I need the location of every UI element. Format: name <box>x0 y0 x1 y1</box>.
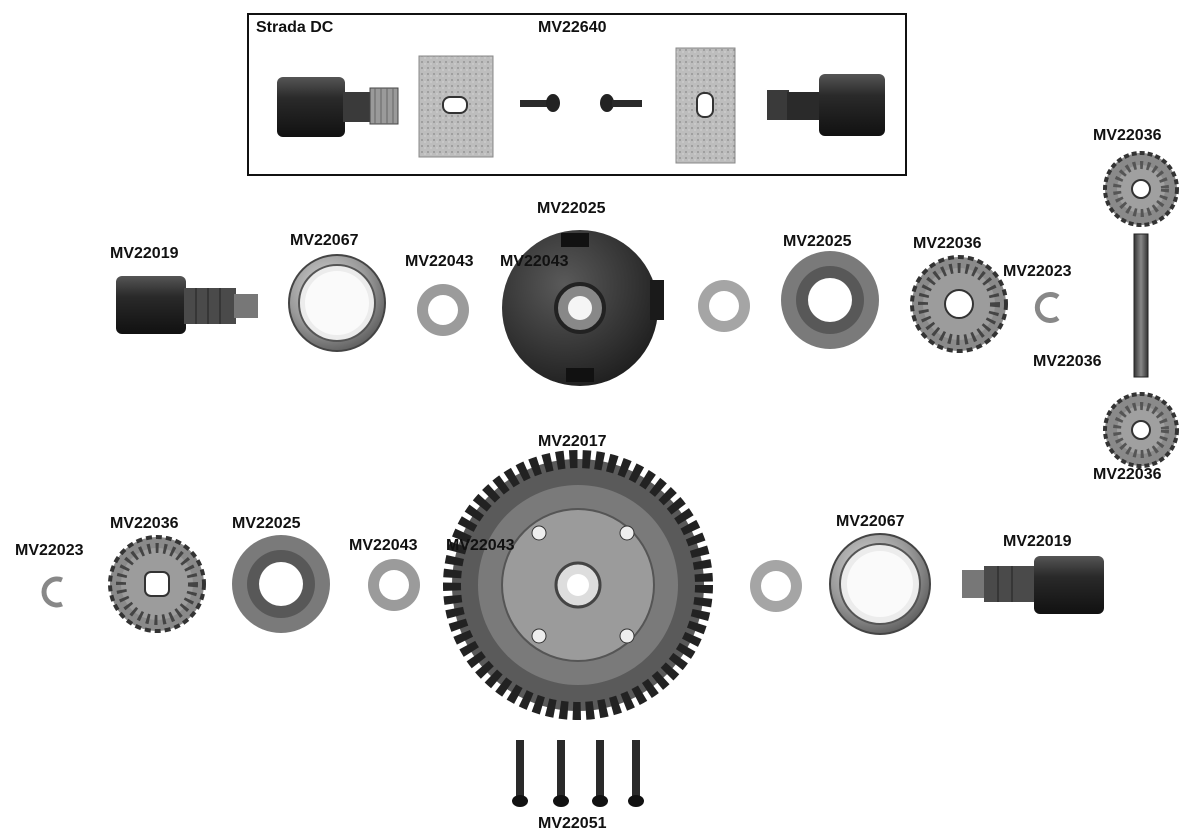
screw-3 <box>592 740 608 807</box>
box-screw-right <box>600 94 642 112</box>
kit-model-name: Strada DC <box>256 19 334 36</box>
label-row2-washer-a: MV22043 <box>349 537 418 554</box>
row1-washer-a <box>417 284 469 336</box>
label-spider-bottom-gear: MV22036 <box>1093 466 1162 483</box>
label-row2-gear: MV22036 <box>110 515 179 532</box>
kit-part-number: MV22640 <box>538 19 607 36</box>
screw-set <box>512 740 644 807</box>
row2-bearing <box>829 533 931 635</box>
label-row1-washer-a: MV22043 <box>405 253 474 270</box>
label-row1-case: MV22025 <box>537 200 606 217</box>
spider-top-gear <box>1103 151 1179 227</box>
label-row2-washer-b: MV22043 <box>446 537 515 554</box>
box-outdrive-right <box>767 74 885 136</box>
row1-clip <box>1034 292 1060 323</box>
label-row1-bearing: MV22067 <box>290 232 359 249</box>
label-row2-bearing: MV22067 <box>836 513 905 530</box>
box-screw-left <box>520 94 560 112</box>
screw-4 <box>628 740 644 807</box>
row1-gear <box>910 255 1008 353</box>
box-pad-left <box>418 55 494 158</box>
row1-diff-case <box>502 230 664 386</box>
label-row2-clip: MV22023 <box>15 542 84 559</box>
row1-bearing <box>288 254 386 352</box>
spider-shaft <box>1133 233 1149 378</box>
row2-washer-a <box>368 559 420 611</box>
label-row1-cap: MV22025 <box>783 233 852 250</box>
label-row2-outdrive-right: MV22019 <box>1003 533 1072 550</box>
label-row1-clip: MV22023 <box>1003 263 1072 280</box>
row2-washer-b <box>750 560 802 612</box>
label-row2-cap: MV22025 <box>232 515 301 532</box>
row2-outdrive-right <box>962 556 1104 614</box>
row1-outdrive-left <box>116 276 258 334</box>
label-row1-gear: MV22036 <box>913 235 982 252</box>
row2-clip <box>41 576 63 608</box>
label-row1-washer-b: MV22043 <box>500 253 569 270</box>
spider-bottom-gear <box>1103 392 1179 468</box>
label-screws: MV22051 <box>538 815 607 832</box>
row2-cap <box>232 535 330 633</box>
label-row2-ring-gear: MV22017 <box>538 433 607 450</box>
row1-washer-b <box>698 280 750 332</box>
label-spider-top-gear: MV22036 <box>1093 127 1162 144</box>
label-row1-outdrive-left: MV22019 <box>110 245 179 262</box>
row2-ring-gear <box>443 450 713 720</box>
screw-1 <box>512 740 528 807</box>
row2-gear <box>108 535 206 633</box>
kit-box-frame <box>247 13 907 176</box>
screw-2 <box>553 740 569 807</box>
box-outdrive-left <box>277 77 399 137</box>
row1-cap <box>781 251 879 349</box>
label-spider-shaft: MV22036 <box>1033 353 1102 370</box>
box-pad-right <box>675 47 736 164</box>
